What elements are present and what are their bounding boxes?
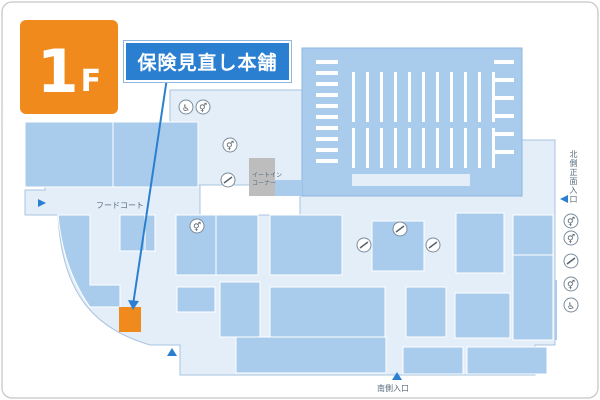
shelf	[316, 148, 338, 152]
store-block[interactable]	[454, 292, 511, 339]
shelf	[366, 72, 369, 122]
shelves	[316, 60, 514, 168]
elevator-icon: ⚥	[189, 218, 205, 234]
shelf	[352, 128, 355, 168]
store-block[interactable]	[119, 214, 146, 252]
store-block	[555, 280, 557, 340]
shelf	[436, 128, 439, 168]
escalator-icon	[220, 172, 236, 188]
shelf	[316, 93, 338, 97]
svg-text:⚥: ⚥	[567, 233, 575, 245]
shelf	[494, 132, 514, 136]
shelf	[494, 96, 514, 100]
store-block[interactable]	[275, 180, 302, 196]
store-block[interactable]	[402, 346, 464, 375]
svg-text:⚥: ⚥	[226, 140, 234, 152]
svg-text:⚥: ⚥	[199, 102, 207, 114]
shelf	[494, 150, 514, 154]
shelf	[408, 128, 411, 168]
escalator-icon	[563, 253, 579, 269]
store-block[interactable]	[269, 286, 386, 338]
shelf	[494, 114, 514, 118]
eat-in-label: イートイン コーナー	[252, 172, 283, 187]
shelf	[316, 126, 338, 130]
store-block[interactable]	[455, 212, 505, 274]
shelf	[316, 115, 338, 119]
restroom-icon: ⚥	[222, 137, 238, 153]
store-block[interactable]	[176, 286, 216, 313]
shelf	[316, 71, 338, 75]
shelf	[450, 128, 453, 168]
restroom-icon: ⚥	[563, 230, 579, 246]
shelf	[380, 72, 383, 122]
north-entrance-label: 北側正面入口	[569, 150, 578, 204]
svg-text:⚥: ⚥	[567, 216, 575, 228]
svg-text:⚥: ⚥	[567, 279, 575, 291]
shelf	[422, 128, 425, 168]
shelf	[478, 128, 481, 168]
svg-text:⚥: ⚥	[193, 221, 201, 233]
entrance-arrow-icon	[560, 195, 568, 203]
shelf	[492, 128, 495, 168]
entrance-arrow-icon	[38, 199, 46, 207]
shelf	[492, 72, 495, 122]
shelf	[352, 72, 355, 122]
escalator-icon	[356, 237, 372, 253]
shelf	[494, 60, 514, 64]
shelf	[394, 72, 397, 122]
highlighted-store[interactable]	[119, 307, 141, 332]
escalator-icon	[392, 221, 408, 237]
store-block[interactable]	[512, 214, 554, 256]
shelf	[316, 159, 338, 163]
svg-text:♿: ♿	[182, 104, 190, 114]
shelf	[494, 78, 514, 82]
shelf	[408, 72, 411, 122]
store-block[interactable]	[235, 336, 387, 374]
shelf	[478, 72, 481, 122]
shelf	[394, 128, 397, 168]
store-block[interactable]	[24, 121, 114, 188]
aisle	[352, 174, 470, 186]
store-block[interactable]	[466, 346, 548, 375]
callout-pointer	[132, 77, 168, 306]
store-block[interactable]	[57, 214, 121, 308]
elevator-icon: ♿	[178, 99, 194, 115]
shelf	[316, 60, 338, 64]
shelf	[464, 72, 467, 122]
restroom-icon: ⚥	[563, 213, 579, 229]
restroom-icon: ⚥	[195, 99, 211, 115]
store-block[interactable]	[512, 254, 554, 341]
store-block[interactable]	[219, 281, 261, 338]
store-block-supermarket[interactable]	[301, 47, 523, 197]
shelf	[450, 72, 453, 122]
south-entrance-label: 南側入口	[377, 384, 409, 393]
shelf	[316, 82, 338, 86]
shelf	[380, 128, 383, 168]
restroom-icon: ⚥	[563, 276, 579, 292]
floor-badge: 1 F	[20, 20, 118, 114]
store-block[interactable]	[269, 214, 343, 276]
shelf	[316, 104, 338, 108]
shelf	[316, 137, 338, 141]
store-block[interactable]	[405, 286, 447, 338]
entrance-arrow-icon	[392, 372, 402, 380]
eat-in-area	[249, 158, 275, 196]
food-court-label: フードコート	[96, 201, 144, 210]
store-block[interactable]	[144, 214, 156, 252]
store-block[interactable]	[215, 214, 259, 276]
store-callout[interactable]: 保険見直し本舗	[124, 41, 291, 82]
shelf	[422, 72, 425, 122]
floor-number: 1	[36, 37, 79, 107]
floor-suffix: F	[80, 64, 102, 99]
elevator-icon: ♿	[563, 297, 579, 313]
escalator-icon	[425, 237, 441, 253]
callout-pointer-head	[128, 300, 139, 310]
shelf	[464, 128, 467, 168]
shelf	[436, 72, 439, 122]
svg-text:♿: ♿	[567, 302, 575, 312]
entrance-arrow-icon	[167, 348, 177, 356]
shelf	[366, 128, 369, 168]
